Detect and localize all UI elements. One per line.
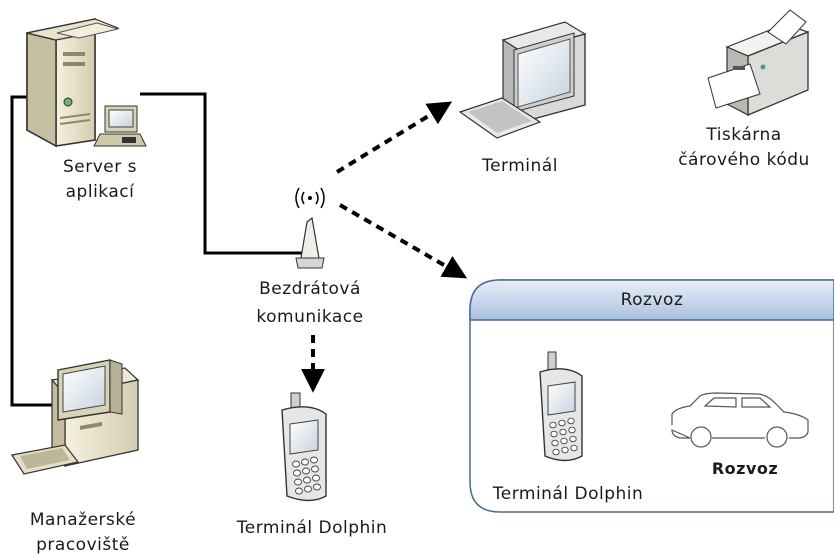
terminal-label: Terminál (482, 156, 558, 176)
server-icon (26, 17, 147, 148)
rozvoz-dolphin-label: Terminál Dolphin (492, 484, 644, 504)
delivery-car-icon (671, 392, 809, 448)
terminal-icon (458, 21, 587, 139)
manager-label-line2: pracoviště (36, 535, 130, 555)
barcode-printer-icon (707, 9, 810, 116)
wireless-links (301, 101, 468, 393)
dolphin-phone-icon (281, 392, 327, 502)
arrow-to-rozvoz (339, 203, 468, 279)
wireless-label-line2: komunikace (256, 307, 364, 327)
server-label-line1: Server s (62, 157, 137, 177)
wireless-label-line1: Bezdrátová (259, 279, 361, 299)
rozvoz-group-header (469, 279, 834, 321)
server-to-wireless-line (140, 92, 302, 255)
dolphin-label: Terminál Dolphin (236, 518, 388, 538)
rozvoz-car-label: Rozvoz (711, 459, 779, 478)
arrow-to-terminal (335, 101, 453, 174)
printer-label-line2: čárového kódu (678, 150, 810, 170)
printer-label-line1: Tiskárna (706, 125, 782, 145)
server-label-line2: aplikací (65, 182, 135, 202)
rozvoz-group-title: Rozvoz (620, 290, 684, 310)
rozvoz-dolphin-phone-icon (539, 351, 583, 462)
manager-workstation-icon (11, 359, 140, 475)
wireless-antenna-icon (295, 187, 325, 269)
manager-label-line1: Manažerské (29, 510, 137, 530)
